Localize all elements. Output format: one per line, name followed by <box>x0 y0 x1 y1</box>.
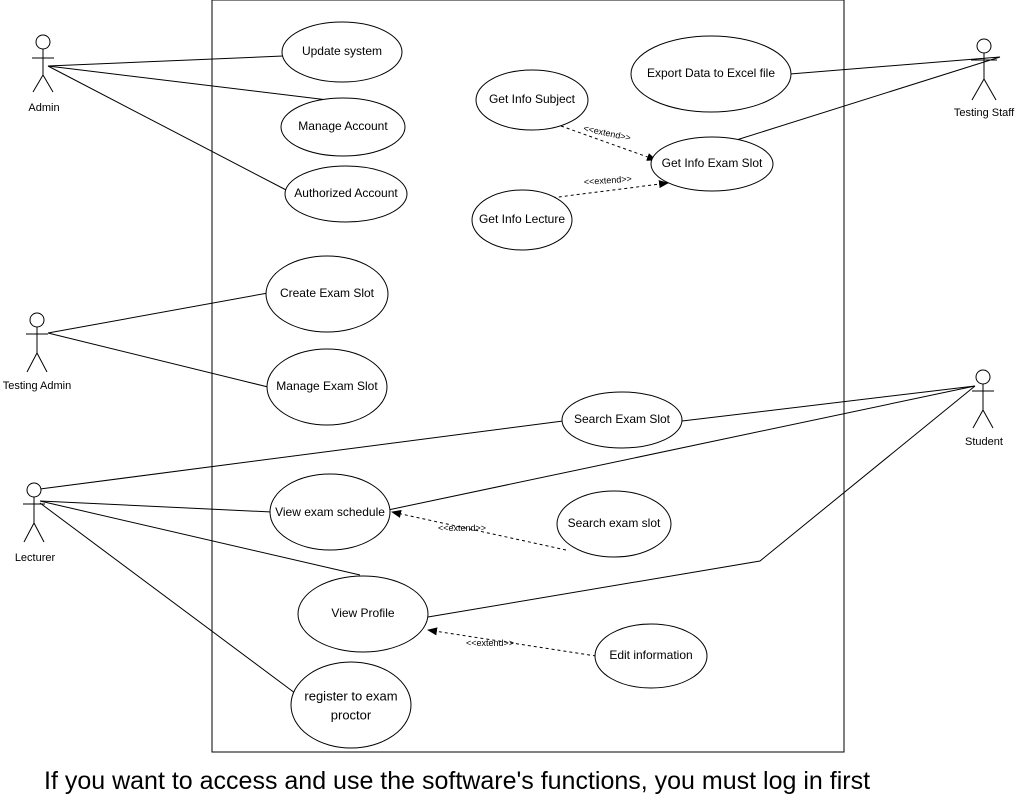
use-case-label: Manage Exam Slot <box>276 379 378 393</box>
use-case-create-exam-slot[interactable] <box>265 255 389 333</box>
use-case-label: Get Info Lecture <box>479 212 565 226</box>
use-case-update-system[interactable] <box>281 21 403 83</box>
actor-student[interactable] <box>972 369 994 429</box>
use-case-manage-exam-slot[interactable] <box>266 348 388 426</box>
use-case-export-data[interactable] <box>630 35 792 113</box>
use-case-label: View exam schedule <box>275 505 385 519</box>
extend-edit-to-profile <box>427 627 597 657</box>
extend-label: <<extend>> <box>583 123 632 143</box>
use-case-label: Search Exam Slot <box>574 412 671 426</box>
use-case-authorized-account[interactable] <box>284 165 408 223</box>
use-case-label: View Profile <box>331 606 394 620</box>
use-case-label: Get Info Exam Slot <box>662 156 763 170</box>
extend-lecture-to-exam-slot <box>534 180 669 201</box>
use-case-label: Create Exam Slot <box>280 286 375 300</box>
actor-admin[interactable] <box>32 34 54 93</box>
use-case-search-exam-slot-ext[interactable] <box>556 490 672 558</box>
login-note: If you want to access and use the softwa… <box>44 767 871 795</box>
use-case-label: Search exam slot <box>568 516 661 530</box>
extend-label: <<extend>> <box>583 174 632 187</box>
system-boundary <box>211 0 845 753</box>
use-case-search-exam-slot[interactable] <box>561 391 683 449</box>
actor-label: Student <box>965 436 1003 448</box>
actor-testing-admin[interactable] <box>26 312 48 373</box>
use-case-get-info-lecture[interactable] <box>471 189 573 251</box>
actor-label: Admin <box>28 102 59 114</box>
actor-label: Lecturer <box>15 552 56 564</box>
use-case-label: Edit information <box>609 648 692 662</box>
use-case-label: Authorized Account <box>294 186 398 200</box>
use-case-get-info-subject[interactable] <box>475 69 589 131</box>
use-case-label: register to exam <box>304 688 397 703</box>
association-lines <box>39 55 1001 706</box>
use-case-get-info-exam-slot[interactable] <box>650 136 774 192</box>
extend-label: <<extend>> <box>466 638 514 648</box>
use-case-register-proctor[interactable] <box>290 661 412 749</box>
actor-label: Testing Staff <box>954 107 1015 119</box>
extend-relations <box>391 125 669 657</box>
actor-label: Testing Admin <box>3 380 71 392</box>
use-case-label: Export Data to Excel file <box>647 66 775 80</box>
use-case-label: Get Info Subject <box>489 92 576 106</box>
extend-subject-to-exam-slot <box>560 125 657 161</box>
use-case-edit-information[interactable] <box>594 623 708 689</box>
actor-testing-staff[interactable] <box>971 38 997 101</box>
use-case-manage-account[interactable] <box>280 97 406 157</box>
use-case-label: proctor <box>331 707 372 722</box>
extend-label: <<extend>> <box>438 523 486 533</box>
actor-lecturer[interactable] <box>23 482 45 543</box>
use-case-view-exam-schedule[interactable] <box>269 473 391 551</box>
use-case-view-profile[interactable] <box>297 575 429 653</box>
use-case-label: Manage Account <box>298 119 388 133</box>
use-case-label: Update system <box>302 44 382 58</box>
